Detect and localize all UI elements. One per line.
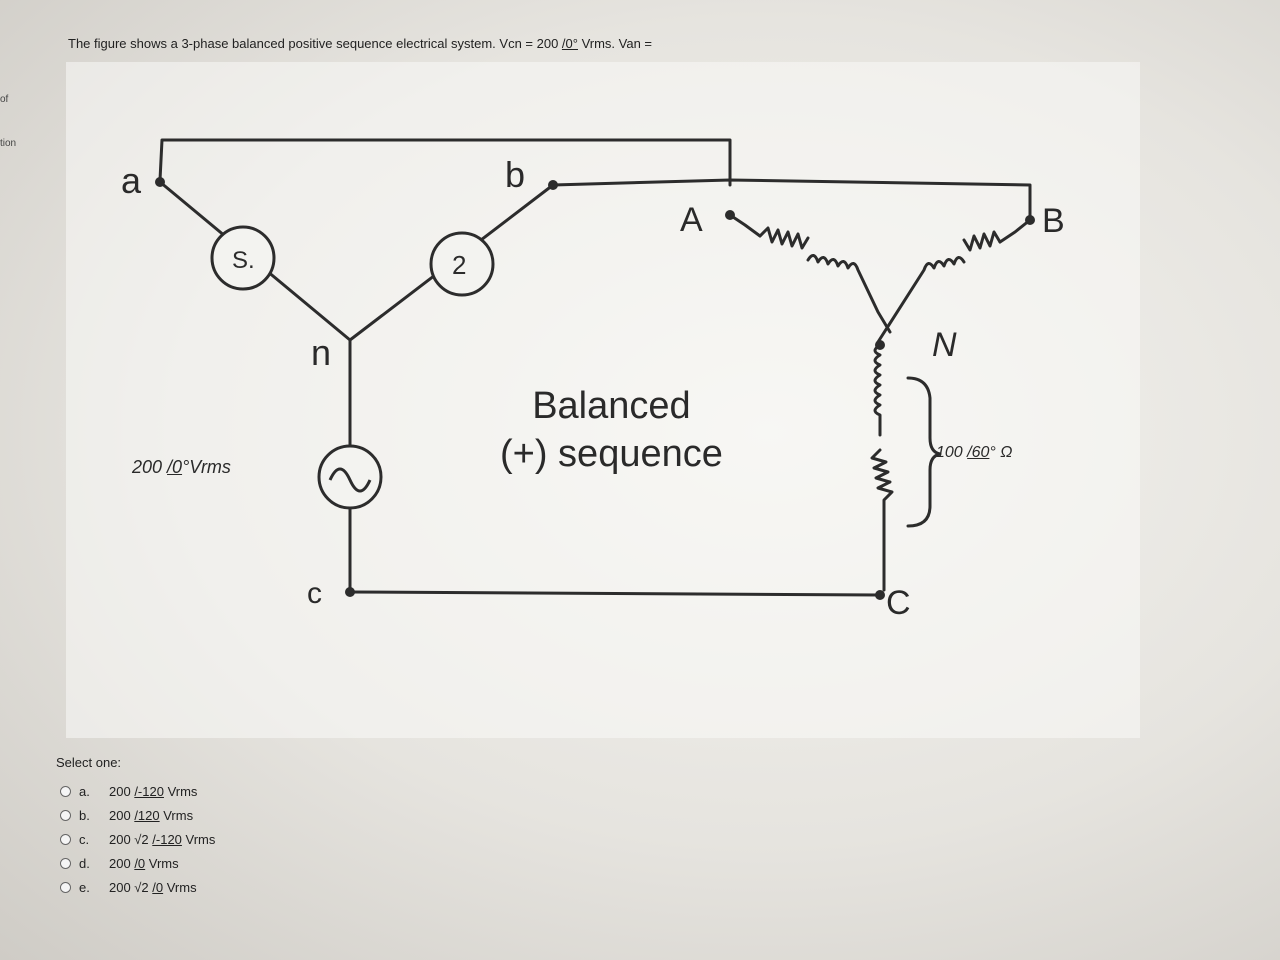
impedance-bracket (906, 376, 942, 528)
question-text-after: Vrms. Van = (577, 36, 653, 51)
node-label-N: N (932, 326, 957, 364)
node-dot-b (548, 180, 558, 190)
option-text: 200 /-120 Vrms (109, 783, 198, 799)
radio-button[interactable] (60, 785, 71, 797)
balanced-line1: Balanced (532, 385, 691, 427)
question-angle: /0° (561, 36, 578, 51)
option-text: 200 /120 Vrms (109, 807, 194, 823)
option-a[interactable]: a. 200 /-120 Vrms (60, 779, 215, 803)
load-inductor-A (806, 254, 892, 334)
load-resistor-A (758, 226, 810, 250)
option-text: 200 /0 Vrms (109, 855, 179, 871)
node-label-C: C (886, 584, 911, 622)
option-e[interactable]: e. 200 √2 /0 Vrms (60, 875, 215, 899)
source-a-circle (210, 225, 276, 291)
load-inductor-C (873, 343, 882, 437)
node-dot-A (725, 210, 735, 220)
node-dot-N (875, 340, 885, 350)
option-letter: c. (79, 831, 90, 847)
node-label-b: b (505, 154, 526, 195)
node-dot-C (875, 590, 885, 600)
impedance-angle: /60 (967, 444, 990, 461)
sidebar-fragment: of (0, 94, 9, 105)
circuit-figure (66, 62, 1140, 738)
load-resistor-B (962, 230, 1002, 252)
source-b-circle (429, 231, 495, 297)
source-b-mark: 2 (452, 250, 466, 280)
node-label-c: c (307, 577, 322, 610)
load-resistor-C (870, 448, 894, 592)
option-letter: d. (79, 855, 90, 871)
radio-button[interactable] (60, 857, 71, 869)
option-letter: e. (79, 879, 90, 895)
sidebar-fragment: tion (0, 138, 17, 149)
source-unit: °Vrms (182, 457, 231, 477)
impedance-value: 100 (936, 444, 968, 461)
select-one-label: Select one: (56, 755, 122, 770)
option-c[interactable]: c. 200 √2 /-120 Vrms (60, 827, 215, 851)
option-text: 200 √2 /0 Vrms (109, 879, 197, 895)
node-dot-B (1025, 215, 1035, 225)
node-label-a: a (121, 160, 142, 201)
source-angle: /0 (167, 457, 183, 477)
source-value-label: 200 /0°Vrms (132, 457, 231, 478)
node-label-B: B (1042, 202, 1065, 240)
node-label-A: A (680, 201, 703, 239)
load-arm-A (728, 213, 762, 238)
question-text-before: The figure shows a 3-phase balanced posi… (68, 36, 562, 51)
radio-button[interactable] (60, 833, 71, 845)
wire-b-to-B (551, 178, 1032, 222)
load-arm-B (998, 218, 1032, 244)
wire-a-to-A (158, 138, 732, 187)
balanced-line2: (+) sequence (500, 433, 723, 475)
impedance-unit: ° Ω (989, 444, 1013, 461)
node-label-n: n (311, 332, 332, 373)
option-letter: b. (79, 807, 90, 823)
answer-options: a. 200 /-120 Vrms b. 200 /120 Vrms c. 20… (60, 779, 215, 899)
option-text: 200 √2 /-120 Vrms (109, 831, 216, 847)
impedance-label: 100 /60° Ω (936, 444, 1012, 462)
radio-button[interactable] (60, 809, 71, 821)
sine-symbol (328, 467, 372, 493)
option-letter: a. (79, 783, 90, 799)
question-text: The figure shows a 3-phase balanced posi… (68, 36, 652, 51)
option-d[interactable]: d. 200 /0 Vrms (60, 851, 215, 875)
wire-c-to-C (348, 590, 882, 597)
node-dot-a (155, 177, 165, 187)
option-b[interactable]: b. 200 /120 Vrms (60, 803, 215, 827)
radio-button[interactable] (60, 881, 71, 893)
load-inductor-B (876, 256, 966, 344)
node-dot-c (345, 587, 355, 597)
balanced-label: Balanced (+) sequence (500, 382, 723, 478)
source-value: 200 (132, 457, 168, 477)
source-a-mark: S. (232, 247, 255, 274)
